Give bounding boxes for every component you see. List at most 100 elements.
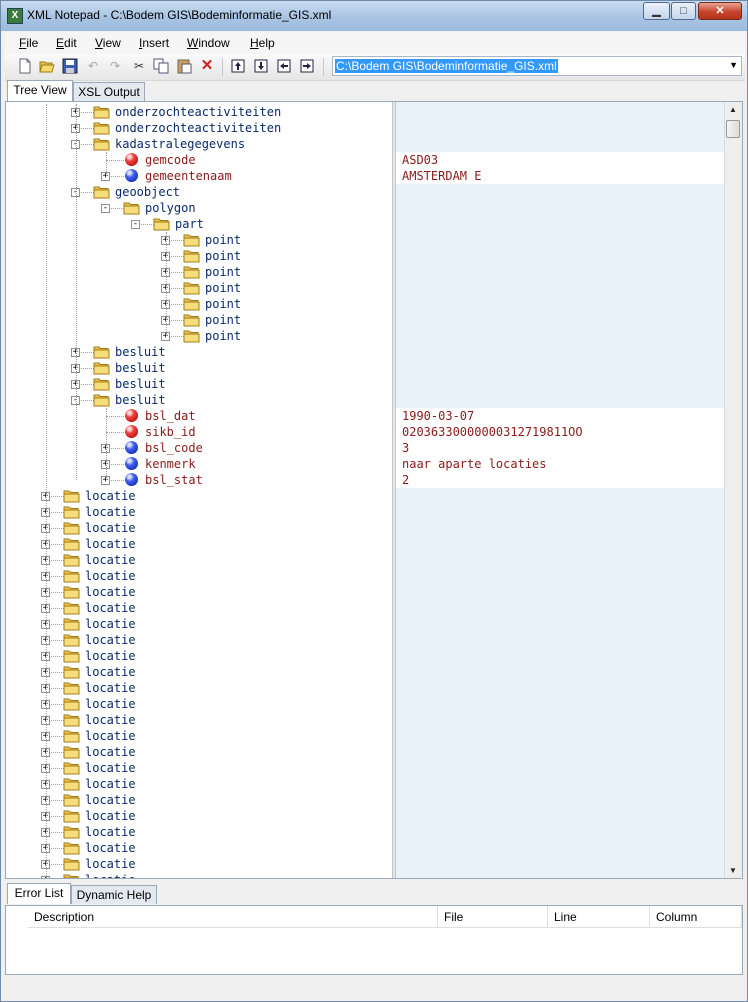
node-tree-pane[interactable]: +onderzochteactiviteiten+onderzochteacti… — [6, 102, 392, 878]
expand-icon[interactable]: + — [41, 747, 50, 757]
open-folder-icon[interactable] — [39, 58, 55, 74]
tree-node-label[interactable]: locatie — [85, 825, 136, 839]
expand-icon[interactable]: + — [161, 315, 170, 325]
tree-node-row[interactable]: +locatie — [6, 536, 392, 552]
chevron-down-icon[interactable]: ▼ — [729, 60, 738, 70]
column-header-description[interactable]: Description — [28, 906, 438, 928]
tree-node-label[interactable]: gemcode — [145, 153, 196, 167]
tree-node-row[interactable]: + locatie — [6, 760, 392, 776]
column-header-file[interactable]: File — [438, 906, 548, 928]
expand-icon[interactable]: + — [161, 267, 170, 277]
tree-node-row[interactable]: + locatie — [6, 664, 392, 680]
tree-node-label[interactable]: gemeentenaam — [145, 169, 232, 183]
cut-icon[interactable]: ✂ — [133, 59, 145, 73]
tree-node-row[interactable]: +point — [6, 328, 392, 344]
expand-icon[interactable]: + — [41, 715, 50, 725]
tree-node-label[interactable]: bsl_code — [145, 441, 203, 455]
tree-node-row[interactable]: sikb_id — [6, 424, 392, 440]
nudge-down-icon[interactable] — [253, 58, 269, 74]
tree-node-row[interactable]: +locatie — [6, 808, 392, 824]
tree-node-row[interactable]: +bsl_code — [6, 440, 392, 456]
expand-icon[interactable]: + — [101, 459, 110, 469]
tree-node-label[interactable]: locatie — [85, 761, 136, 775]
node-value-row[interactable]: AMSTERDAM E — [396, 168, 724, 184]
expand-icon[interactable]: + — [41, 876, 50, 878]
expand-icon[interactable]: + — [41, 843, 50, 853]
expand-icon[interactable]: + — [41, 651, 50, 661]
tree-node-label[interactable]: locatie — [85, 745, 136, 759]
expand-icon[interactable]: + — [41, 731, 50, 741]
tree-node-row[interactable]: +locatie — [6, 504, 392, 520]
node-value[interactable]: 02036330000000312719811OO — [402, 425, 583, 439]
tree-node-label[interactable]: point — [205, 281, 242, 295]
expand-icon[interactable]: + — [41, 587, 50, 597]
expand-icon[interactable]: + — [41, 619, 50, 629]
tree-node-row[interactable]: +locatie — [6, 616, 392, 632]
node-value-row[interactable]: ASD03 — [396, 152, 724, 168]
tree-node-label[interactable]: locatie — [85, 729, 136, 743]
tree-node-row[interactable]: +point — [6, 248, 392, 264]
expand-icon[interactable]: + — [41, 635, 50, 645]
node-value[interactable]: naar aparte locaties — [402, 457, 547, 471]
expand-icon[interactable]: + — [41, 603, 50, 613]
column-header-column[interactable]: Column — [650, 906, 742, 928]
expand-icon[interactable]: + — [41, 667, 50, 677]
node-value[interactable]: 2 — [402, 473, 410, 487]
new-file-icon[interactable] — [17, 58, 33, 74]
expand-icon[interactable]: + — [41, 859, 50, 869]
collapse-icon[interactable]: - — [71, 139, 80, 149]
tree-node-row[interactable]: +locatie — [6, 680, 392, 696]
tree-node-label[interactable]: bsl_dat — [145, 409, 196, 423]
tree-node-label[interactable]: point — [205, 297, 242, 311]
menu-help[interactable]: Help — [250, 36, 275, 50]
tree-node-label[interactable]: locatie — [85, 553, 136, 567]
tree-node-label[interactable]: bsl_stat — [145, 473, 203, 487]
tree-node-label[interactable]: part — [175, 217, 204, 231]
tree-node-label[interactable]: besluit — [115, 345, 166, 359]
expand-icon[interactable]: + — [161, 331, 170, 341]
node-value-row[interactable]: 3 — [396, 440, 724, 456]
tab-xsl-output[interactable]: XSL Output — [73, 82, 145, 101]
tree-node-label[interactable]: point — [205, 233, 242, 247]
tree-node-label[interactable]: locatie — [85, 505, 136, 519]
tree-node-label[interactable]: locatie — [85, 665, 136, 679]
tree-node-row[interactable]: +gemeentenaam — [6, 168, 392, 184]
tree-node-label[interactable]: locatie — [85, 777, 136, 791]
tree-node-label[interactable]: onderzochteactiviteiten — [115, 121, 282, 135]
expand-icon[interactable]: + — [41, 491, 50, 501]
node-value[interactable]: 1990-03-07 — [402, 409, 475, 423]
tree-node-row[interactable]: +onderzochteactiviteiten — [6, 104, 392, 120]
node-value-row[interactable]: 1990-03-07 — [396, 408, 724, 424]
tree-node-label[interactable]: locatie — [85, 489, 136, 503]
tree-node-row[interactable]: +locatie — [6, 632, 392, 648]
paste-icon[interactable] — [176, 58, 192, 74]
tree-node-label[interactable]: locatie — [85, 857, 136, 871]
expand-icon[interactable]: + — [161, 235, 170, 245]
tree-node-row[interactable]: +locatie — [6, 840, 392, 856]
tree-node-label[interactable]: geoobject — [115, 185, 181, 199]
tree-node-row[interactable]: +kenmerk — [6, 456, 392, 472]
expand-icon[interactable]: + — [41, 763, 50, 773]
tree-node-label[interactable]: sikb_id — [145, 425, 196, 439]
collapse-icon[interactable]: - — [71, 187, 80, 197]
tree-node-row[interactable]: +besluit — [6, 360, 392, 376]
tree-node-row[interactable]: + locatie — [6, 744, 392, 760]
tree-node-row[interactable]: + locatie — [6, 488, 392, 504]
tree-node-row[interactable]: +locatie — [6, 776, 392, 792]
expand-icon[interactable]: + — [161, 283, 170, 293]
tree-node-label[interactable]: besluit — [115, 361, 166, 375]
tree-node-row[interactable]: +onderzochteactiviteiten — [6, 120, 392, 136]
tree-node-label[interactable]: locatie — [85, 697, 136, 711]
tree-node-row[interactable]: +locatie — [6, 712, 392, 728]
expand-icon[interactable]: + — [71, 347, 80, 357]
expand-icon[interactable]: + — [41, 683, 50, 693]
expand-icon[interactable]: + — [161, 251, 170, 261]
tree-node-label[interactable]: locatie — [85, 521, 136, 535]
menu-insert[interactable]: Insert — [139, 36, 170, 50]
tree-node-row[interactable]: + point — [6, 280, 392, 296]
tree-node-row[interactable]: +locatie — [6, 584, 392, 600]
save-icon[interactable] — [62, 58, 78, 74]
node-value[interactable]: 3 — [402, 441, 410, 455]
node-value[interactable]: AMSTERDAM E — [402, 169, 482, 183]
